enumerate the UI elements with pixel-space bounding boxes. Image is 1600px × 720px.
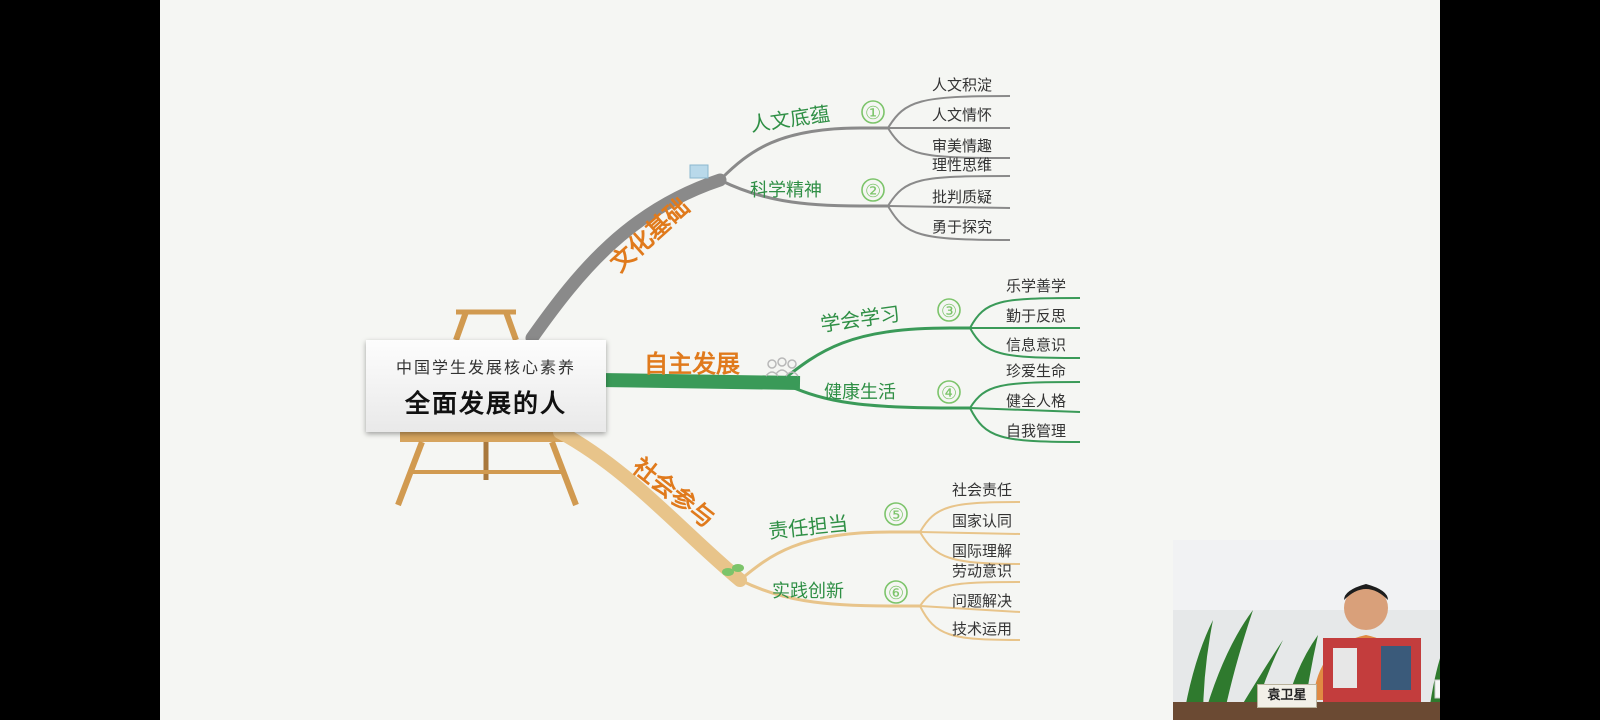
leaf-label: 勤于反思: [1006, 307, 1066, 325]
child-number: ④: [941, 383, 957, 404]
child-label: 责任担当: [767, 511, 849, 543]
leaf-label: 人文情怀: [932, 106, 992, 124]
presenter-nameplate: 袁卫星: [1257, 684, 1317, 708]
book-icon: [689, 164, 709, 179]
branch-line-participation: [553, 425, 747, 587]
leaf-label: 理性思维: [932, 156, 992, 174]
leaf-label: 社会责任: [952, 481, 1012, 499]
easel-illustration: [395, 309, 579, 507]
mind-map: 文化基础 自主发展 社会参与 人文底蕴 ① 科学精神 ② 学会学习 ③ 健康生活…: [395, 76, 1081, 641]
center-subtitle: 中国学生发展核心素养: [395, 358, 576, 377]
leaf-label: 珍爱生命: [1006, 362, 1066, 380]
leaf-label: 国家认同: [952, 512, 1012, 530]
people-icon: [765, 357, 799, 377]
leaf-label: 技术运用: [952, 620, 1012, 638]
child-number: ⑤: [888, 505, 904, 526]
branch-line-autonomy: [599, 373, 801, 390]
child-label: 健康生活: [824, 382, 896, 403]
branch-line-culture: [525, 173, 727, 345]
leaf-label: 自我管理: [1006, 422, 1066, 440]
leaf-label: 勇于探究: [932, 218, 992, 236]
child-label: 实践创新: [772, 581, 844, 602]
leaf-label: 审美情趣: [932, 137, 992, 155]
leaf-label: 劳动意识: [952, 562, 1012, 580]
child-number: ②: [865, 181, 881, 202]
child-label: 科学精神: [750, 180, 822, 201]
presentation-slide: 文化基础 自主发展 社会参与 人文底蕴 ① 科学精神 ② 学会学习 ③ 健康生活…: [160, 0, 1440, 720]
leaf-label: 信息意识: [1006, 336, 1066, 354]
leaf-label: 乐学善学: [1006, 277, 1066, 295]
leaf-label: 问题解决: [952, 592, 1012, 610]
center-title: 全面发展的人: [404, 389, 567, 418]
child-number: ①: [865, 103, 881, 124]
leaf-label: 国际理解: [952, 542, 1012, 560]
presenter-video[interactable]: 袁卫星: [1173, 540, 1440, 720]
branch-label-autonomy: 自主发展: [644, 350, 740, 378]
center-card: 中国学生发展核心素养 全面发展的人: [366, 340, 606, 432]
child-number: ⑥: [888, 583, 904, 604]
leaf-label: 健全人格: [1006, 392, 1066, 410]
child-number: ③: [941, 301, 957, 322]
leaf-label: 人文积淀: [932, 76, 992, 94]
leaf-icon: [722, 564, 744, 576]
presenter-scene: [1173, 540, 1440, 720]
leaf-label: 批判质疑: [932, 188, 992, 206]
